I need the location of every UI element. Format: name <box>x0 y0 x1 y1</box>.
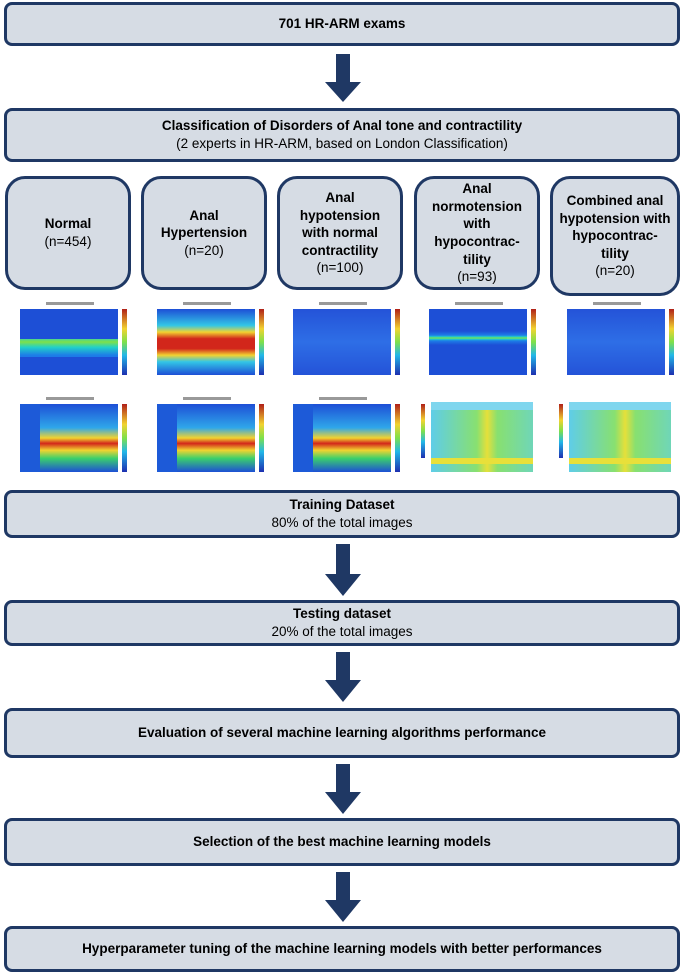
testing-dataset-box: Testing dataset 20% of the total images <box>4 600 680 646</box>
tuning-label: Hyperparameter tuning of the machine lea… <box>82 941 602 957</box>
category-name: Anal hypotension with normal contractili… <box>299 190 381 258</box>
category-count: (n=100) <box>316 260 364 276</box>
evaluation-label: Evaluation of several machine learning a… <box>137 725 547 741</box>
category-hypotension-normal-contractility: Anal hypotension with normal contractili… <box>277 176 403 290</box>
category-name: Combined anal hypotension with hypocontr… <box>559 193 671 261</box>
heatmap-thumbnail <box>279 394 407 482</box>
category-count: (n=454) <box>44 234 92 249</box>
training-title: Training Dataset <box>289 497 395 513</box>
heatmap-thumbnail <box>279 299 407 387</box>
arrow-down-icon <box>325 872 361 922</box>
heatmap-thumbnail <box>553 394 681 482</box>
arrow-down-icon <box>325 652 361 702</box>
classification-subtitle: (2 experts in HR-ARM, based on London Cl… <box>176 136 508 151</box>
tuning-box: Hyperparameter tuning of the machine lea… <box>4 926 680 972</box>
category-combined-hypotension-hypocontractility: Combined anal hypotension with hypocontr… <box>550 176 680 296</box>
heatmap-thumbnail <box>415 299 543 387</box>
heatmap-thumbnail <box>6 394 134 482</box>
training-dataset-box: Training Dataset 80% of the total images <box>4 490 680 538</box>
heatmap-thumbnail <box>415 394 543 482</box>
selection-box: Selection of the best machine learning m… <box>4 818 680 866</box>
evaluation-box: Evaluation of several machine learning a… <box>4 708 680 758</box>
category-count: (n=20) <box>595 263 635 279</box>
category-name: Anal normotension with hypocontrac-tilit… <box>432 181 522 267</box>
arrow-down-icon <box>325 54 361 102</box>
training-subtitle: 80% of the total images <box>271 515 413 530</box>
category-name: Normal <box>44 216 92 232</box>
selection-label: Selection of the best machine learning m… <box>193 834 491 850</box>
category-count: (n=20) <box>184 242 224 258</box>
category-name: Anal Hypertension <box>160 207 248 241</box>
exams-label: 701 HR-ARM exams <box>278 16 406 32</box>
arrow-down-icon <box>325 544 361 596</box>
heatmap-thumbnail <box>143 394 271 482</box>
heatmap-thumbnail <box>6 299 134 387</box>
category-normal: Normal (n=454) <box>5 176 131 290</box>
classification-title: Classification of Disorders of Anal tone… <box>161 118 523 134</box>
testing-subtitle: 20% of the total images <box>271 624 413 639</box>
heatmap-thumbnail <box>143 299 271 387</box>
classification-box: Classification of Disorders of Anal tone… <box>4 108 680 162</box>
category-count: (n=93) <box>457 269 497 285</box>
exams-box: 701 HR-ARM exams <box>4 2 680 46</box>
testing-title: Testing dataset <box>292 606 392 622</box>
category-anal-hypertension: Anal Hypertension (n=20) <box>141 176 267 290</box>
arrow-down-icon <box>325 764 361 814</box>
heatmap-thumbnail <box>553 299 681 387</box>
category-normotension-hypocontractility: Anal normotension with hypocontrac-tilit… <box>414 176 540 290</box>
